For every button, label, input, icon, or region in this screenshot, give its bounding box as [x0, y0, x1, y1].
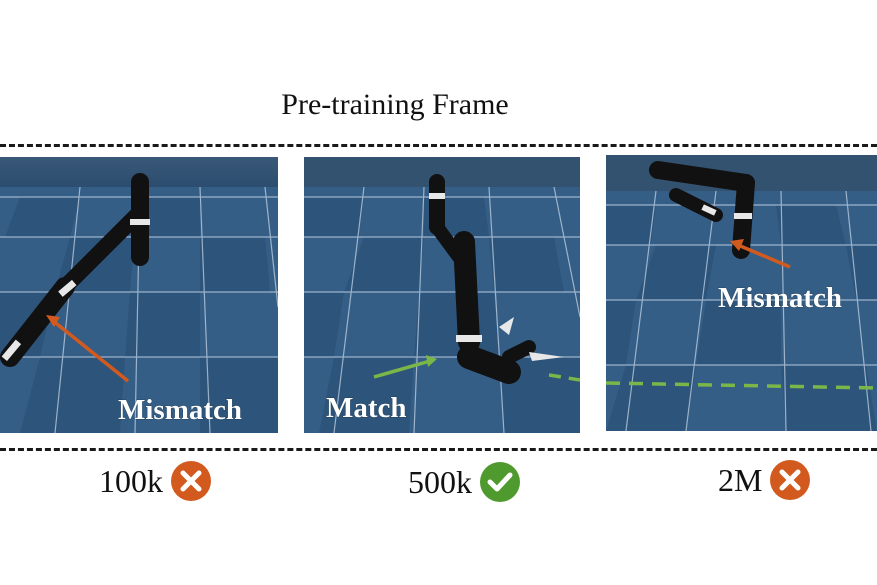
step-100k: 100k	[99, 461, 211, 501]
figure-title: Pre-training Frame	[281, 88, 509, 121]
step-value: 100k	[99, 462, 163, 499]
mismatch-arrow-2	[737, 243, 791, 269]
frame-panel-500k: Match	[304, 157, 580, 433]
bottom-dashed-divider	[0, 448, 877, 451]
panel-label-3: Mismatch	[718, 282, 842, 314]
match-arrow	[373, 359, 431, 379]
step-value: 500k	[408, 463, 472, 500]
step-500k: 500k	[408, 462, 520, 502]
step-value: 2M	[718, 461, 763, 498]
panel-label-1: Mismatch	[118, 394, 242, 426]
frame-panel-100k: Mismatch	[0, 157, 278, 433]
mismatch-arrow	[50, 318, 130, 383]
cross-icon	[770, 460, 811, 500]
cross-icon	[171, 461, 211, 501]
panel-label-2: Match	[326, 392, 407, 424]
step-2m: 2M	[718, 460, 811, 500]
robot-arm-scene-3: Mismatch	[606, 155, 877, 431]
top-dashed-divider	[0, 144, 877, 147]
check-icon	[480, 462, 520, 502]
frame-panel-2m: Mismatch	[606, 155, 877, 431]
robot-arm-scene-2: Match	[304, 157, 580, 433]
robot-arm-scene-1: Mismatch	[0, 157, 278, 433]
